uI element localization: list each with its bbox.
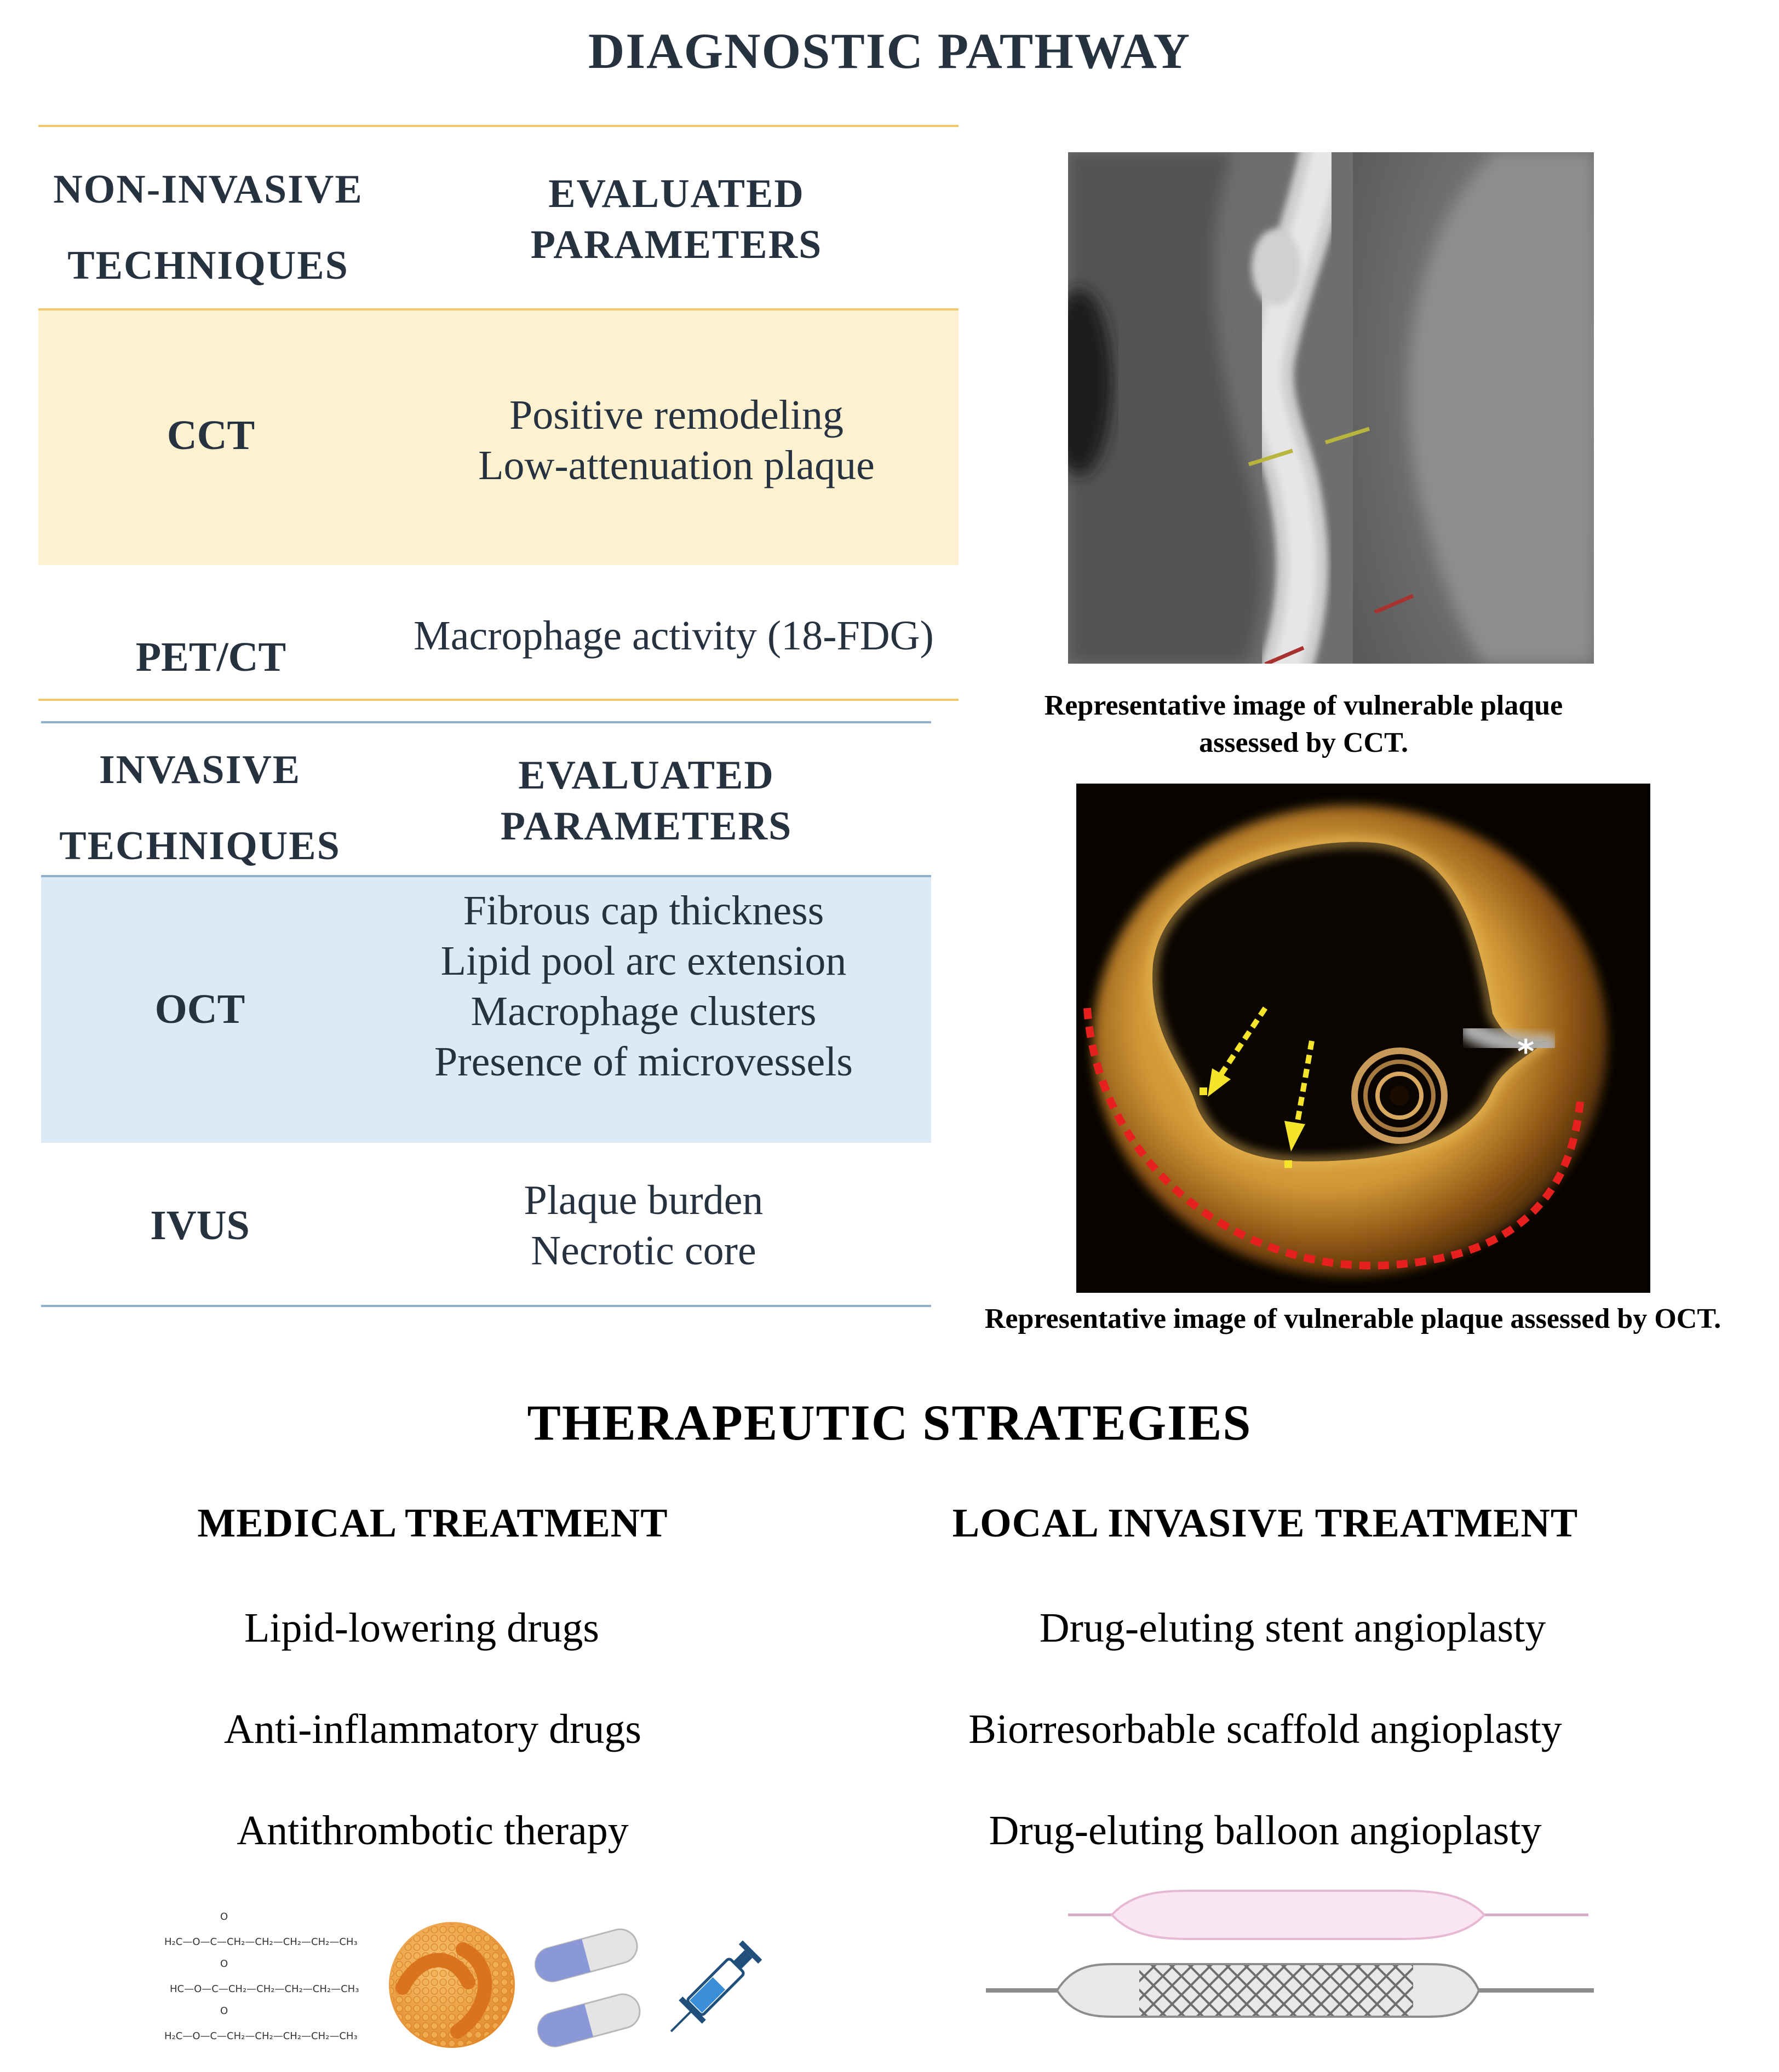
- medical-item-2: Anti-inflammatory drugs: [224, 1706, 641, 1752]
- param: Lipid pool arc extension: [440, 938, 847, 984]
- page-title: DIAGNOSTIC PATHWAY: [588, 23, 1191, 79]
- divider: [41, 721, 931, 723]
- param: Necrotic core: [531, 1228, 756, 1274]
- param: Plaque burden: [524, 1177, 764, 1223]
- petct-label: PET/CT: [135, 634, 286, 680]
- local-item-3: Drug-eluting balloon angioplasty: [989, 1808, 1542, 1854]
- ivus-label: IVUS: [150, 1202, 250, 1248]
- divider: [41, 875, 931, 877]
- oxygen-label: O: [220, 2005, 228, 2017]
- petct-params: Macrophage activity (18-FDG): [383, 611, 964, 661]
- caption-line: Representative image of vulnerable plaqu…: [1044, 690, 1563, 721]
- header-line: EVALUATED: [548, 171, 805, 216]
- cct-image: [1068, 152, 1594, 664]
- param: Macrophage clusters: [470, 988, 817, 1034]
- invasive-col2-header: EVALUATED PARAMETERS: [394, 750, 898, 851]
- therapy-title: THERAPEUTIC STRATEGIES: [527, 1395, 1252, 1451]
- triglyceride-formula: O H₂C—O—C—CH₂—CH₂—CH₂—CH₂—CH₃ O HC—O—C—C…: [159, 1911, 389, 2053]
- oct-caption: Representative image of vulnerable plaqu…: [984, 1303, 1721, 1334]
- divider: [41, 1305, 931, 1307]
- ivus-params: Plaque burden Necrotic core: [383, 1175, 904, 1276]
- balloon-catheter-icon: [1068, 1886, 1588, 1941]
- medical-item-1: Lipid-lowering drugs: [244, 1605, 599, 1651]
- caption-line: assessed by CCT.: [1199, 727, 1408, 758]
- oct-image: *: [1076, 784, 1650, 1293]
- local-item-2: Biorresorbable scaffold angioplasty: [968, 1706, 1562, 1752]
- param: Positive remodeling: [509, 392, 844, 438]
- oct-params: Fibrous cap thickness Lipid pool arc ext…: [383, 885, 904, 1087]
- formula-row: HC—O—C—CH₂—CH₂—CH₂—CH₂—CH₃: [170, 1983, 359, 1995]
- formula-row: H₂C—O—C—CH₂—CH₂—CH₂—CH₂—CH₃: [164, 2030, 358, 2042]
- macrophage-icon: [386, 1916, 518, 2053]
- invasive-col1-header: INVASIVE TECHNIQUES: [41, 745, 359, 871]
- header-line: EVALUATED: [518, 753, 774, 798]
- divider: [38, 125, 959, 127]
- capsule-icon: [526, 1922, 652, 2053]
- header-line: TECHNIQUES: [67, 243, 349, 288]
- oxygen-label: O: [220, 1958, 228, 1970]
- oct-marker: *: [1517, 1033, 1534, 1071]
- formula-row: H₂C—O—C—CH₂—CH₂—CH₂—CH₂—CH₃: [164, 1936, 358, 1948]
- oxygen-label: O: [220, 1911, 228, 1923]
- header-line: PARAMETERS: [500, 803, 793, 849]
- oct-label: OCT: [154, 986, 245, 1032]
- param: Macrophage activity (18-FDG): [414, 613, 934, 659]
- noninvasive-col2-header: EVALUATED PARAMETERS: [416, 169, 937, 270]
- header-line: PARAMETERS: [530, 222, 823, 267]
- cct-caption: Representative image of vulnerable plaqu…: [986, 687, 1621, 762]
- local-title: LOCAL INVASIVE TREATMENT: [952, 1501, 1579, 1546]
- noninvasive-col1-header: NON-INVASIVE TECHNIQUES: [38, 164, 378, 291]
- syringe-icon: [652, 1916, 783, 2053]
- header-line: NON-INVASIVE: [53, 167, 363, 212]
- local-item-1: Drug-eluting stent angioplasty: [1039, 1605, 1546, 1651]
- stent-icon: [986, 1958, 1594, 2023]
- header-line: TECHNIQUES: [59, 823, 341, 868]
- cct-label: CCT: [167, 412, 255, 458]
- param: Fibrous cap thickness: [463, 888, 824, 934]
- oct-row-background: [41, 877, 931, 1143]
- medical-title: MEDICAL TREATMENT: [197, 1501, 668, 1546]
- param: Low-attenuation plaque: [478, 442, 875, 488]
- divider: [38, 699, 959, 701]
- divider: [38, 308, 959, 310]
- header-line: INVASIVE: [99, 747, 301, 792]
- cct-params: Positive remodeling Low-attenuation plaq…: [416, 390, 937, 491]
- medical-item-3: Antithrombotic therapy: [237, 1808, 629, 1854]
- cct-row-background: [38, 310, 959, 565]
- param: Presence of microvessels: [434, 1039, 853, 1085]
